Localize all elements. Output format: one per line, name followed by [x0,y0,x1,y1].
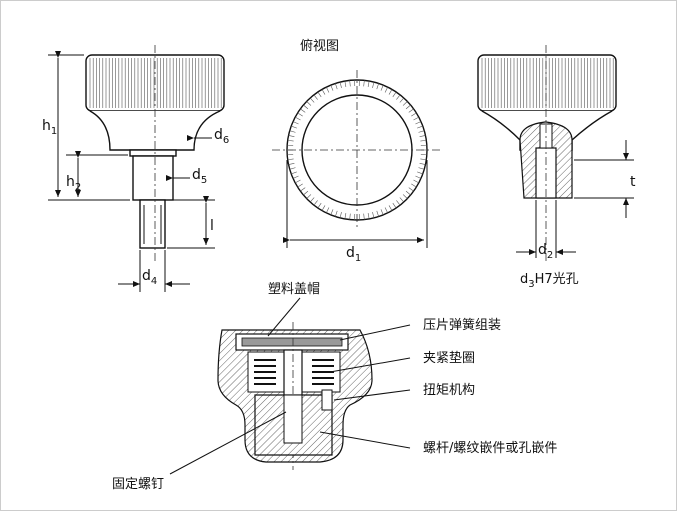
d3-label: d3H7光孔 [520,272,579,290]
callout-screw-insert: 螺杆/螺纹嵌件或孔嵌件 [423,441,557,456]
d5-label: d5 [192,167,207,186]
h1-label: h1 [42,118,57,137]
callout-torque-mechanism: 扭矩机构 [423,383,475,398]
knurl-lines-right [481,58,614,108]
top-view-title: 俯视图 [300,38,339,54]
d1-label: d1 [346,245,361,264]
leader-set-screw [169,411,287,475]
callout-spring-assembly: 压片弹簧组装 [423,317,501,333]
cap-plate [241,337,343,347]
h2-label: h2 [66,174,81,193]
cross-section: 塑料盖帽 压片弹簧组装 夹紧垫圈 扭矩机构 螺杆/螺纹嵌件或孔嵌件 固定螺钉 [112,281,557,492]
top-view: 俯视图 d1 [272,38,442,264]
springs [254,359,334,385]
leader-washer [329,357,411,373]
t-label: t [630,174,636,190]
bore-view: t d2 d3H7光孔 [477,45,636,290]
d6-label: d6 [214,127,229,146]
knurl-lines-left [89,58,222,108]
leader-torque [333,389,411,401]
callout-set-screw: 固定螺钉 [112,477,164,492]
d4-label: d4 [142,268,157,287]
leader-insert [319,431,411,449]
d2-label: d2 [538,242,553,261]
l-label: l [210,218,214,234]
torque-ball [321,389,333,411]
callout-clamp-washer: 夹紧垫圈 [423,350,475,366]
leader-spring [339,324,411,341]
hub-top [129,149,177,157]
leader-plastic-cap [267,297,301,337]
callout-plastic-cap: 塑料盖帽 [268,281,320,297]
hub-d5 [132,155,174,201]
bore-knob-head [477,54,617,112]
thread-marks [143,205,162,244]
side-view: h1 h2 d6 d5 l d4 [42,45,229,292]
